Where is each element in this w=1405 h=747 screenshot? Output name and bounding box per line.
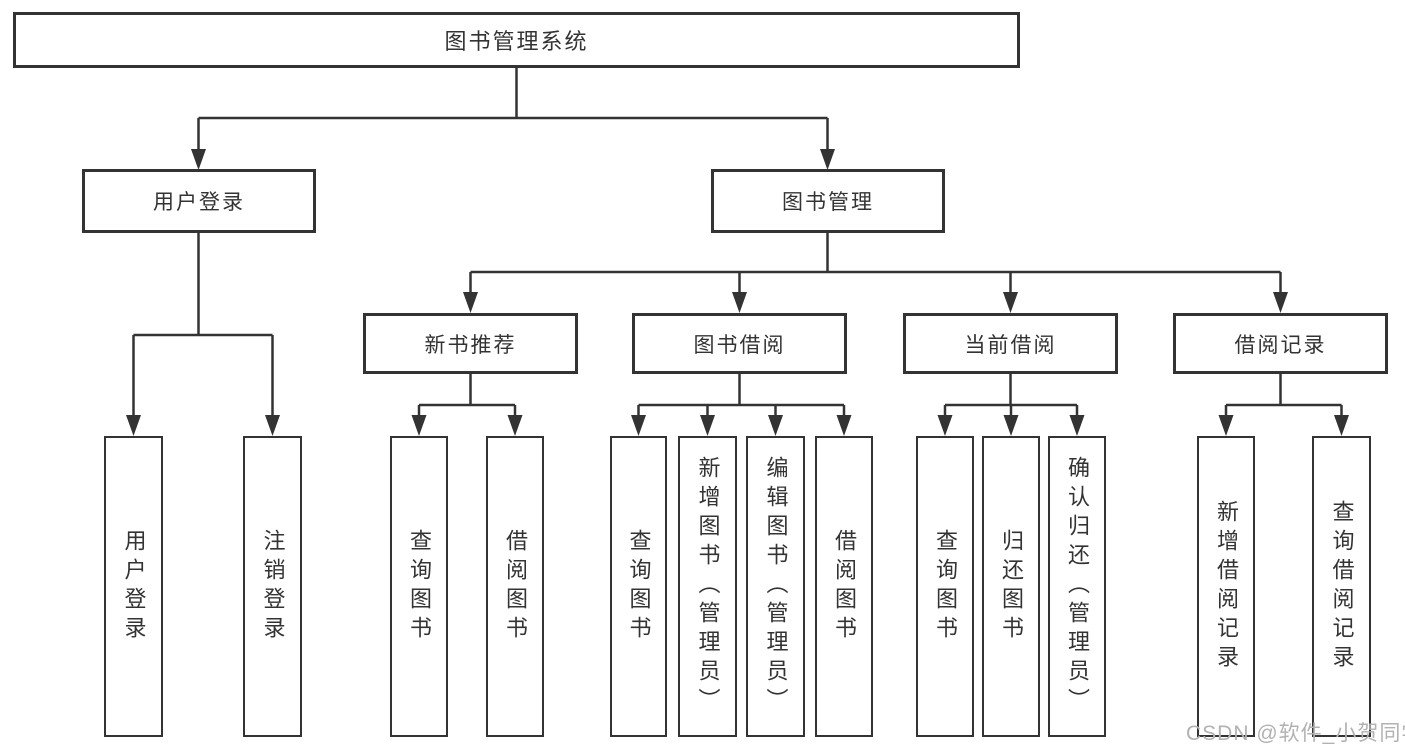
arrowhead-icons [126,149,1349,436]
leaf-query-books-recommend: 查询图书 [390,436,448,737]
node-label: 查询图书 [933,528,958,645]
leaf-user-login: 用户登录 [104,436,163,737]
node-label: 借阅记录 [1234,333,1327,357]
node-current-borrowing: 当前借阅 [903,313,1118,374]
node-label: 用户登录 [121,528,147,645]
node-label: 归还图书 [999,528,1024,645]
node-label: 借阅图书 [503,528,528,645]
node-label: 查询借阅记录 [1329,499,1355,674]
leaf-query-books-borrowing: 查询图书 [610,436,667,737]
leaf-edit-books-admin: 编辑图书（管理员） [746,436,805,737]
node-label: 当前借阅 [964,333,1057,357]
leaf-query-borrow-record: 查询借阅记录 [1312,436,1371,737]
node-label: 图书管理 [782,191,874,214]
leaf-confirm-return-admin: 确认归还（管理员） [1048,436,1106,737]
leaf-borrow-books-recommend: 借阅图书 [486,436,544,737]
leaf-add-borrow-record: 新增借阅记录 [1197,436,1255,737]
leaf-query-books-current: 查询图书 [916,436,974,737]
node-label: 新增图书（管理员） [695,456,721,717]
node-label: 新书推荐 [424,333,517,357]
watermark: CSDN @软件_小贺同学 [1186,722,1405,745]
leaf-add-books-admin: 新增图书（管理员） [678,436,737,737]
node-library-management-system: 图书管理系统 [13,12,1020,68]
leaf-return-books: 归还图书 [982,436,1040,737]
node-label: 编辑图书（管理员） [763,456,789,717]
node-book-borrowing: 图书借阅 [632,313,847,374]
node-new-book-recommendation: 新书推荐 [363,313,578,374]
node-label: 图书借阅 [693,333,786,357]
node-label: 图书管理系统 [444,29,589,54]
leaf-logout: 注销登录 [243,436,302,737]
node-label: 查询图书 [407,528,432,645]
node-label: 查询图书 [626,528,652,645]
node-label: 借阅图书 [832,528,857,645]
node-book-management: 图书管理 [711,169,945,233]
node-user-login: 用户登录 [82,169,316,233]
node-label: 确认归还（管理员） [1065,456,1090,717]
leaf-borrow-books-borrowing: 借阅图书 [815,436,873,737]
node-label: 注销登录 [260,528,286,645]
node-borrowing-records: 借阅记录 [1173,313,1388,374]
node-label: 用户登录 [153,191,245,214]
node-label: 新增借阅记录 [1214,499,1239,674]
